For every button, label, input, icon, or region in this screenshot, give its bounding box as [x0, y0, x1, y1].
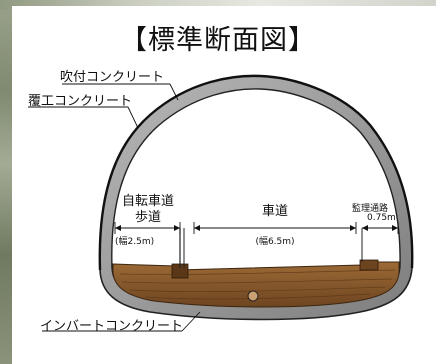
roadway-label: 車道 — [261, 204, 288, 219]
shotcrete-label: 吹付コンクリート — [60, 70, 165, 85]
sidewalk-label: 歩道 — [134, 210, 161, 225]
lining-label: 覆工コンクリート — [28, 94, 133, 109]
maintenance-path-label: 監理通路 — [352, 204, 389, 214]
curb-right — [359, 259, 379, 271]
bike-lane-label: 自転車道 — [121, 194, 174, 209]
drain-pipe — [247, 290, 259, 302]
background-top-edge — [0, 0, 436, 10]
shotcrete-layer — [98, 74, 414, 271]
maintenance-path-width: 0.75m — [367, 213, 396, 223]
diagram-title: 【標準断面図】 — [120, 25, 316, 56]
invert-label: インバートコンクリート — [40, 319, 184, 334]
leader-lines — [28, 83, 201, 332]
roadway-width: (幅6.5m) — [255, 237, 295, 247]
dimension-arrows — [115, 225, 398, 231]
bike-lane-width: (幅2.5m) — [115, 237, 155, 247]
